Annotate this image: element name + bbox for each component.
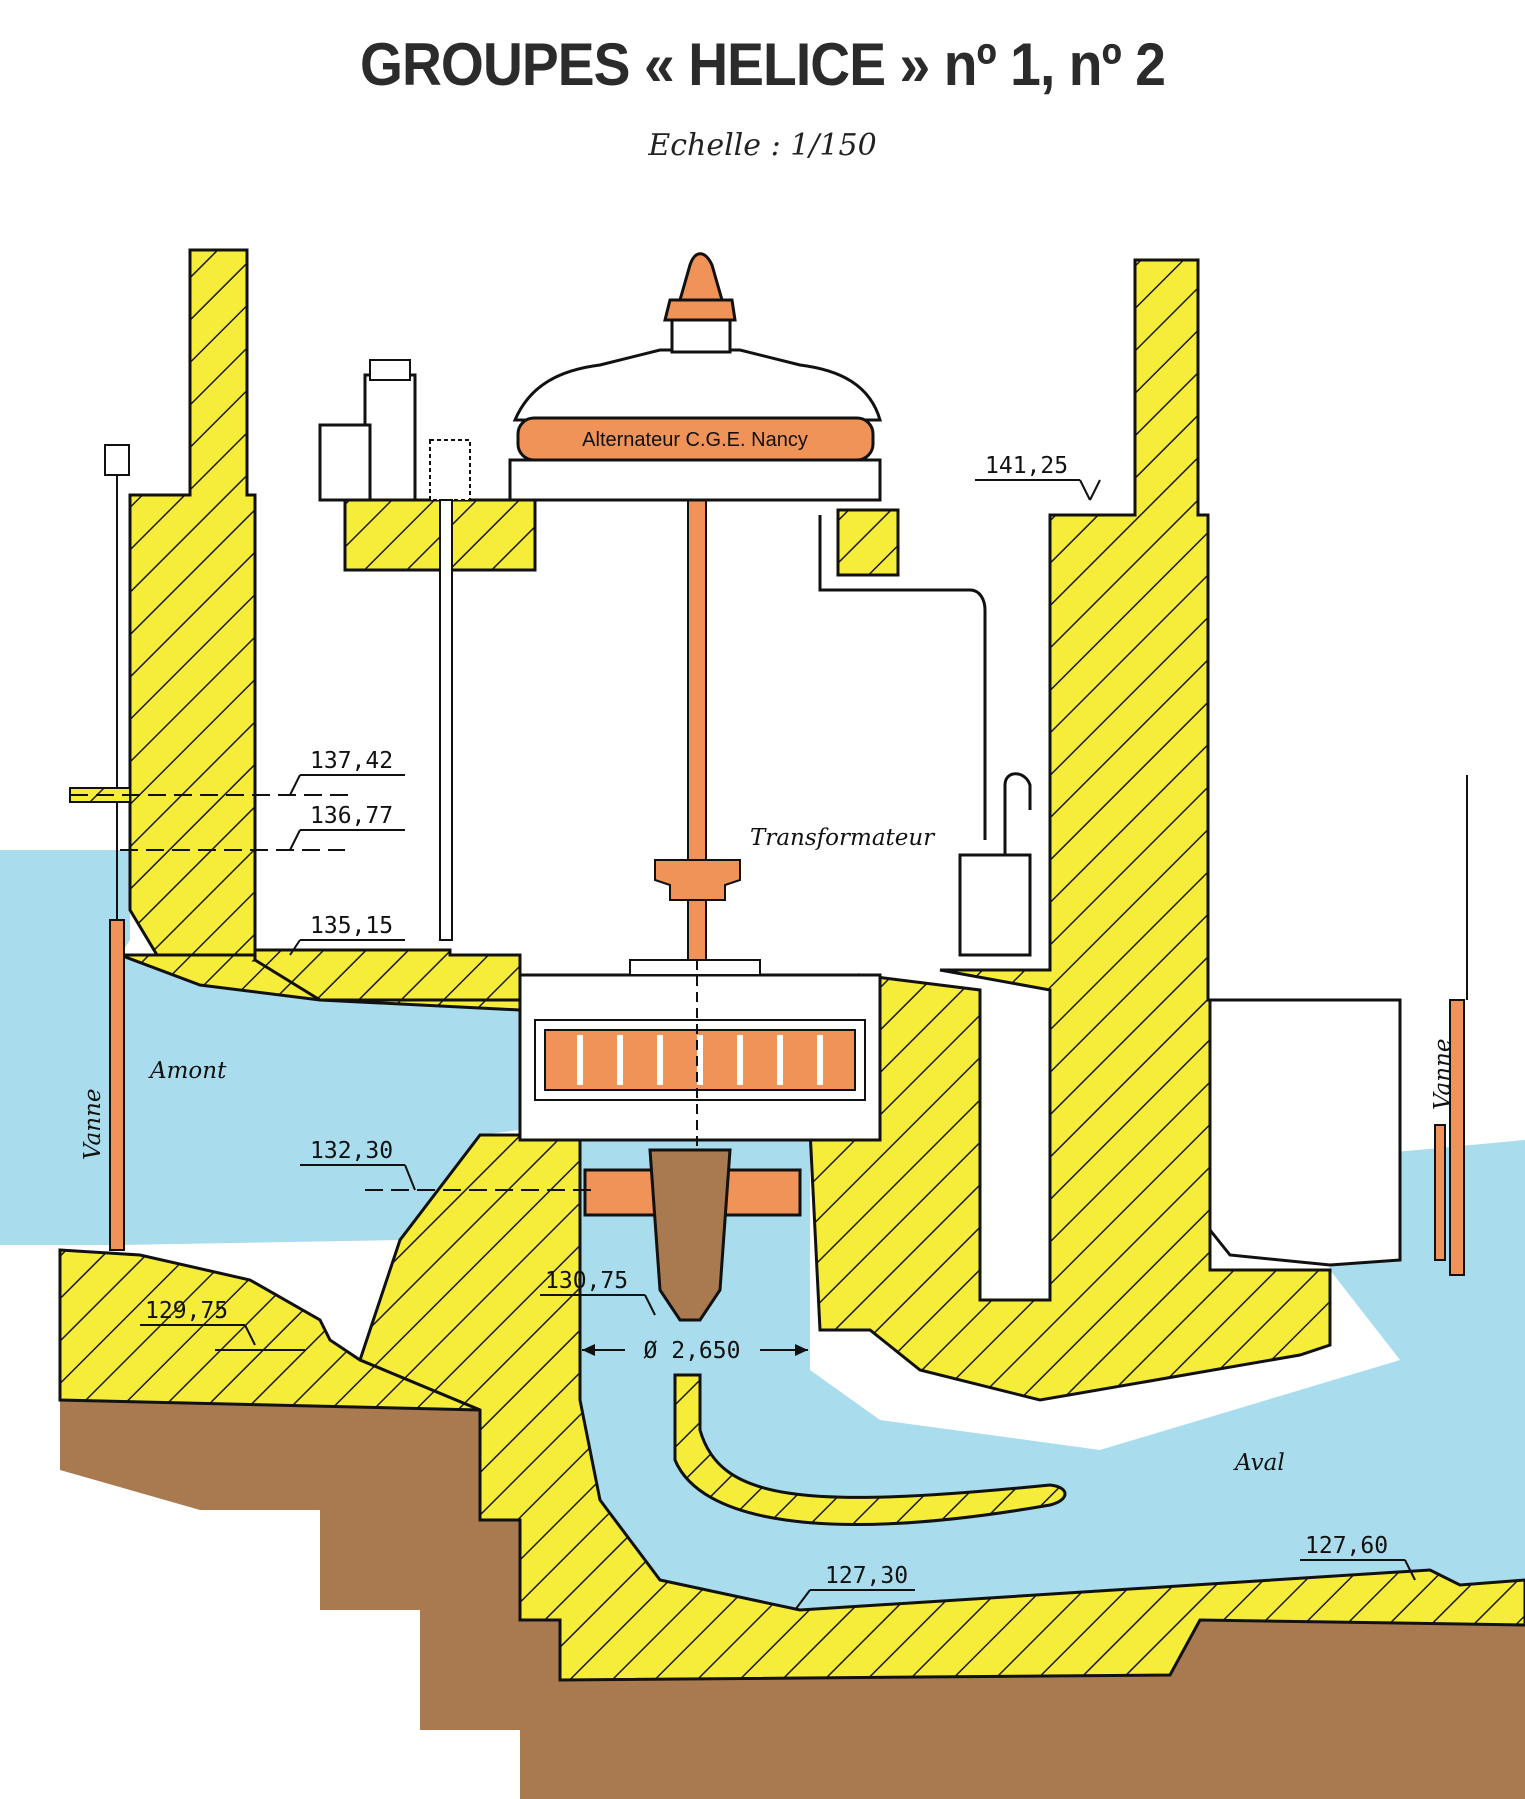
floor-beam-right — [836, 508, 900, 577]
servo-unit — [429, 439, 471, 501]
gate-chamber — [1208, 998, 1402, 1267]
downstream-label: Aval — [1233, 1450, 1285, 1476]
elevation-label: 132,30 — [310, 1138, 393, 1164]
upstream-water-channel — [120, 955, 520, 1245]
upstream-water — [0, 850, 130, 1245]
elevation-label: 130,75 — [545, 1268, 628, 1294]
diameter-label: Ø 2,650 — [644, 1338, 741, 1364]
bearing-top — [629, 959, 761, 976]
wicket-gate-lines — [577, 1035, 823, 1085]
draft-tube-splitter — [673, 1373, 1067, 1526]
hall-floor-left — [253, 948, 522, 1002]
upstream-apron — [58, 1248, 481, 1412]
elevation-129-75: 129,75 — [140, 1298, 305, 1351]
foundation-earth — [60, 1400, 1525, 1799]
alternator-dome — [512, 348, 882, 422]
elevation-135-15: 135,15 — [289, 913, 405, 956]
alternator-finial — [663, 252, 737, 322]
left-gate — [109, 919, 125, 1251]
right-gate-label: Vanne — [1430, 1039, 1456, 1110]
runner-hub — [648, 1148, 732, 1322]
elevation-label: 129,75 — [145, 1298, 228, 1324]
transformer-label: Transformateur — [750, 825, 936, 851]
upstream-label: Amont — [148, 1058, 227, 1084]
left-gate-hoist — [104, 444, 130, 476]
elevation-137-42: 137,42 — [70, 748, 405, 796]
elevation-127-60: 127,60 — [1300, 1533, 1416, 1581]
governor-rod — [439, 499, 453, 941]
elevation-label: 141,25 — [985, 453, 1068, 479]
elevation-label: 136,77 — [310, 803, 393, 829]
left-gate-label: Vanne — [80, 1089, 106, 1160]
elevation-136-77: 136,77 — [120, 803, 405, 851]
runner-diameter-dimension: Ø 2,650 — [582, 1338, 808, 1364]
governor-unit — [363, 373, 417, 502]
elevation-130-75: 130,75 — [540, 1268, 656, 1316]
transformer-body — [958, 853, 1032, 957]
elevation-label: 137,42 — [310, 748, 393, 774]
transformer-bushing — [1003, 772, 1032, 855]
governor-top — [369, 359, 411, 381]
alternator-label: Alternateur C.G.E. Nancy — [582, 429, 808, 451]
elevation-label: 127,30 — [825, 1563, 908, 1589]
diagram-title: GROUPES « HELICE » nº 1, nº 2 — [359, 31, 1166, 98]
elevation-label: 127,60 — [1305, 1533, 1388, 1559]
alternator-neck — [670, 318, 732, 354]
right-gate — [1449, 999, 1465, 1276]
shaft-coupling — [654, 859, 741, 901]
governor-base — [318, 423, 372, 502]
elevation-141-25: 141,25 — [975, 453, 1101, 501]
cable-route — [818, 515, 987, 840]
elevation-label: 135,15 — [310, 913, 393, 939]
draft-tube-water — [580, 1130, 1525, 1610]
alternator-base — [508, 458, 882, 502]
scale-label: Echelle : 1/150 — [648, 128, 877, 163]
right-gate-slot — [1434, 1124, 1446, 1261]
left-tower-wall — [128, 248, 257, 962]
elevation-132-30: 132,30 — [300, 1138, 595, 1191]
elevation-127-30: 127,30 — [794, 1563, 915, 1611]
